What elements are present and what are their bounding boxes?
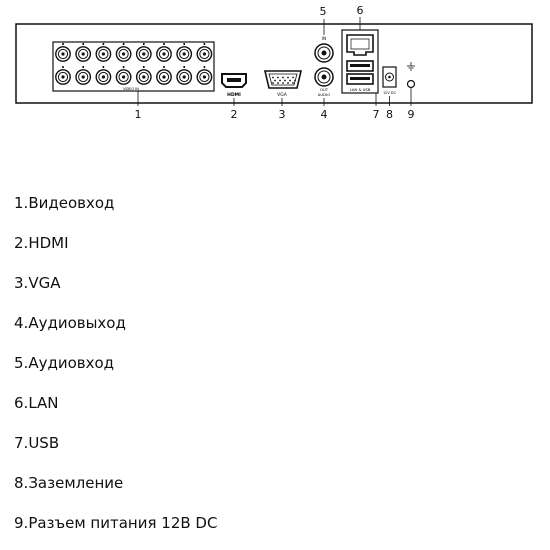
bnc-connector [176, 43, 193, 62]
callout-5: 5 [320, 5, 327, 18]
legend-item: 3.VGA [14, 270, 217, 310]
callout-9: 9 [408, 108, 415, 121]
legend-text: VGA [28, 274, 61, 292]
legend-item: 1.Видеовход [14, 190, 217, 230]
callout-3: 3 [279, 108, 286, 121]
legend-item: 2.HDMI [14, 230, 217, 270]
audio-out-port: OUT AUDIO [314, 67, 334, 97]
video-in-panel [52, 41, 215, 92]
legend-item: 8.Заземление [14, 470, 217, 510]
bnc-connector [95, 66, 112, 85]
bnc-connector [115, 43, 132, 62]
audio-out-label: OUT [320, 87, 329, 92]
rear-panel-diagram: VIDEO IN HDMI VGA IN OUT AUDIO LAN & USB [15, 4, 533, 121]
legend-item: 6.LAN [14, 390, 217, 430]
legend-number: 5. [14, 354, 29, 372]
audio-label: AUDIO [318, 92, 330, 97]
chassis [15, 23, 533, 104]
bnc-connector [156, 43, 172, 62]
bnc-connector [75, 66, 92, 85]
legend-number: 6. [14, 394, 29, 412]
legend-text: HDMI [28, 234, 69, 252]
callout-7: 7 [373, 108, 380, 121]
legend-number: 2. [14, 234, 29, 252]
usb-port-2 [346, 73, 374, 85]
lan-usb-block: LAN & USB [341, 29, 379, 94]
legend-text: Аудиовход [28, 354, 115, 372]
bnc-connector [55, 66, 71, 85]
bnc-connector [156, 66, 172, 85]
callout-lines [137, 17, 412, 106]
usb-port-1 [346, 60, 374, 72]
hdmi-label: HDMI [227, 92, 241, 98]
legend-number: 7. [14, 434, 29, 452]
ground-terminal [406, 62, 416, 89]
callout-8: 8 [386, 108, 393, 121]
bnc-connector [55, 43, 71, 62]
vga-label: VGA [277, 92, 288, 98]
legend-text: Аудиовыход [28, 314, 126, 332]
hdmi-port: HDMI [221, 73, 247, 98]
legend-item: 5.Аудиовход [14, 350, 217, 390]
legend-text: Видеовход [28, 194, 115, 212]
bnc-connector [75, 43, 92, 62]
power-label: 12V DC [383, 91, 397, 95]
callout-2: 2 [231, 108, 238, 121]
callout-6: 6 [357, 4, 364, 17]
legend-number: 9. [14, 514, 29, 532]
bnc-connector [115, 66, 132, 85]
legend-number: 4. [14, 314, 29, 332]
lan-usb-label: LAN & USB [350, 87, 371, 92]
bnc-connector [196, 43, 213, 62]
legend-number: 1. [14, 194, 29, 212]
bnc-connector [135, 43, 152, 62]
legend-number: 8. [14, 474, 29, 492]
video-in-label: VIDEO IN [123, 87, 139, 91]
lan-port [346, 34, 374, 56]
port-legend: 1.Видеовход 2.HDMI 3.VGA 4.Аудиовыход 5.… [14, 190, 217, 550]
bnc-connector [176, 66, 193, 85]
bnc-connector-grid [55, 43, 213, 85]
legend-text: Заземление [28, 474, 124, 492]
callout-1: 1 [135, 108, 142, 121]
legend-text: LAN [28, 394, 59, 412]
legend-number: 3. [14, 274, 29, 292]
audio-in-port: IN [314, 36, 334, 63]
legend-item: 9.Разъем питания 12В DC [14, 510, 217, 550]
bnc-connector [95, 43, 112, 62]
bnc-connector [196, 66, 213, 85]
legend-item: 7.USB [14, 430, 217, 470]
callout-4: 4 [321, 108, 328, 121]
vga-port: VGA [263, 70, 303, 98]
legend-text: Разъем питания 12В DC [28, 514, 218, 532]
bnc-connector [135, 66, 152, 85]
power-port: 12V DC [382, 66, 397, 95]
legend-item: 4.Аудиовыход [14, 310, 217, 350]
legend-text: USB [28, 434, 60, 452]
audio-in-label: IN [322, 36, 326, 41]
